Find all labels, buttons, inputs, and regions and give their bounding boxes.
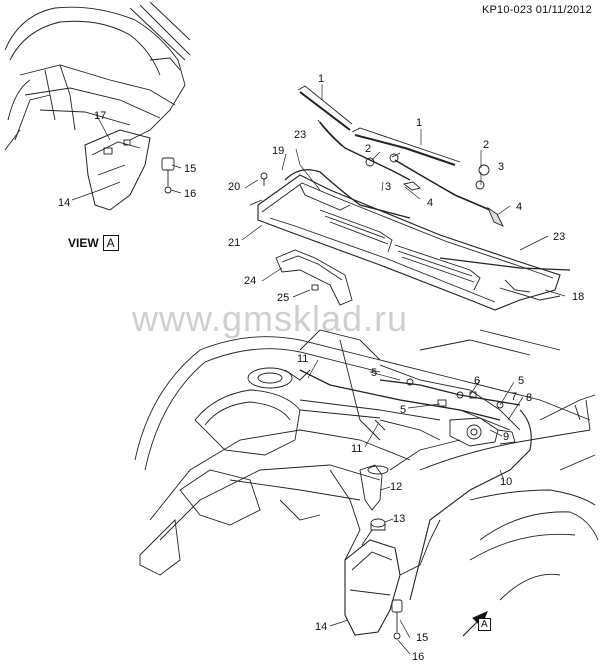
wiper-module: [299, 369, 532, 601]
callout-1: 1: [318, 73, 324, 85]
callout-23: 23: [294, 129, 306, 141]
cowl-panel: [249, 169, 571, 311]
callout-3: 3: [385, 181, 391, 193]
callout-16: 16: [184, 188, 196, 200]
callout-11: 11: [351, 443, 362, 455]
callout-13: 13: [393, 513, 405, 525]
view-a-arrow-letter: A: [478, 618, 491, 631]
callout-14: 14: [58, 197, 70, 209]
cowl-seal: [275, 249, 353, 306]
callout-8: 8: [526, 392, 532, 404]
callout-3: 3: [498, 161, 504, 173]
callout-15: 15: [184, 163, 196, 175]
callout-18: 18: [572, 291, 584, 303]
callout-12: 12: [390, 481, 402, 493]
wiper-arms: [297, 85, 504, 227]
document-id: KP10-023 01/11/2012: [481, 4, 592, 16]
callout-11: 11: [297, 353, 308, 365]
callout-6: 6: [474, 375, 480, 387]
callout-5: 5: [371, 367, 377, 379]
callout-21: 21: [228, 237, 240, 249]
callout-2: 2: [483, 139, 489, 151]
callout-1: 1: [416, 117, 422, 129]
callout-14: 14: [315, 621, 327, 633]
callout-25: 25: [277, 292, 289, 304]
washer-reservoir: [284, 369, 441, 640]
leader-lines: [71, 84, 566, 655]
callout-5: 5: [518, 375, 524, 387]
view-label-text: VIEW: [68, 236, 99, 250]
body-structure: [134, 329, 599, 601]
view-a-arrow: A: [461, 608, 491, 638]
callout-9: 9: [503, 431, 509, 443]
inset-view-a: [4, 1, 191, 211]
callout-4: 4: [516, 201, 522, 213]
callout-2: 2: [365, 143, 371, 155]
callout-20: 20: [228, 181, 240, 193]
callout-16: 16: [412, 651, 424, 663]
callout-labels: 1 1 2 2 3 3 4 4 5 5 5 6 7 8 9 10 11 11 1…: [58, 73, 584, 663]
callout-19: 19: [272, 145, 284, 157]
callout-17: 17: [94, 110, 106, 122]
callout-4: 4: [427, 197, 433, 209]
callout-7: 7: [511, 391, 517, 403]
callout-10: 10: [500, 476, 512, 488]
watermark: www.gmsklad.ru: [132, 298, 409, 339]
callout-24: 24: [244, 275, 256, 287]
callout-15: 15: [416, 632, 428, 644]
callout-23: 23: [553, 231, 565, 243]
view-letter-box: A: [102, 235, 119, 251]
callout-5: 5: [400, 404, 406, 416]
